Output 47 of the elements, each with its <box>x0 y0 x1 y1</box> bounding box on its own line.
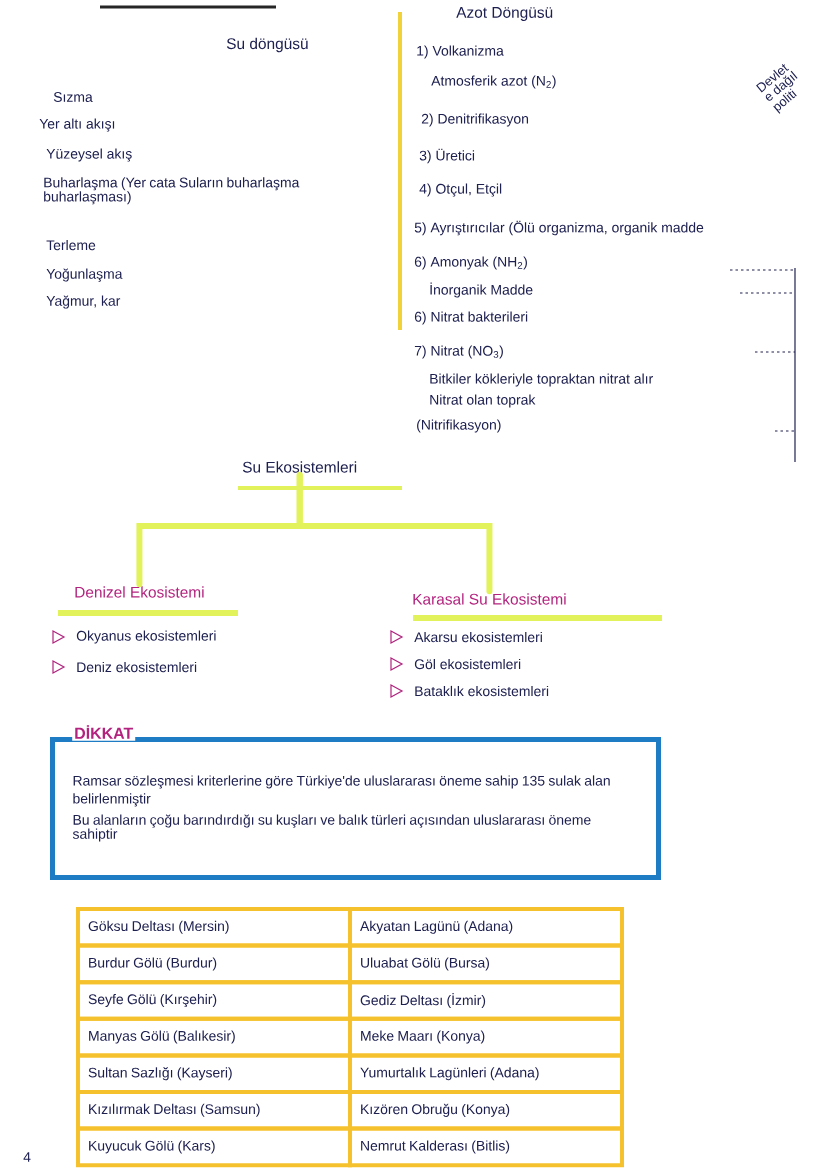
table-cell: Akyatan Lagünü (Adana) <box>348 907 624 948</box>
list-item: Yağmur, kar <box>46 295 121 309</box>
list-item: 1) Volkanizma <box>417 45 504 59</box>
list-item: Sızma <box>53 92 93 102</box>
table-cell: Nemrut Kalderası (Bitlis) <box>348 1126 624 1168</box>
table-cell: Burdur Gölü (Burdur) <box>76 943 352 985</box>
list-item: 7) Nitrat (NO$_{3}$) <box>414 345 503 359</box>
heading: Denizel Ekosistemi <box>75 586 204 598</box>
list-item: Yoğunlaşma <box>46 268 123 282</box>
list-item: 2) Denitrifikasyon <box>421 113 528 127</box>
list-item: Terleme <box>46 239 96 251</box>
list-item: Akarsu ekosistemleri <box>414 631 542 643</box>
heading: Azot Döngüsü <box>456 7 553 21</box>
table-cell: Meke Maarı (Konya) <box>348 1016 624 1058</box>
list-item: İnorganik Madde <box>430 282 533 298</box>
heading: Su döngüsü <box>226 37 308 53</box>
list-item: Göl ekosistemleri <box>414 658 521 670</box>
note-heading: DİKKAT <box>72 723 136 741</box>
table-cell: Sultan Sazlığı (Kayseri) <box>76 1053 352 1094</box>
table-cell: Göksu Deltası (Mersin) <box>76 907 352 948</box>
list-item: Okyanus ekosistemleri <box>76 630 216 644</box>
list-item: Atmosferik azot (N$_{2}$) <box>431 75 556 89</box>
heading: Su Ekosistemleri <box>242 461 357 473</box>
table-cell: Kuyucuk Gölü (Kars) <box>76 1126 352 1168</box>
list-item: 6) Amonyak (NH$_{2}$) <box>414 256 527 270</box>
list-item: (Nitrifikasyon) <box>417 419 501 433</box>
list-item: Yer altı akışı <box>39 118 115 132</box>
list-item: 4) Otçul, Etçil <box>419 183 502 197</box>
list-item: Buharlaşma (Yer cata Suların buharlaşma buharlaşması) <box>44 177 300 205</box>
list-item: 3) Üretici <box>419 148 475 164</box>
table-cell: Kızören Obruğu (Konya) <box>348 1090 624 1131</box>
list-item: Yüzeysel akış <box>46 148 132 162</box>
table-cell: Kızılırmak Deltası (Samsun) <box>76 1090 352 1131</box>
connector-line <box>296 471 493 595</box>
list-item: Bitkiler kökleriyle topraktan nitrat alır <box>430 373 653 387</box>
heading: Karasal Su Ekosistemi <box>413 593 566 605</box>
list-item: 5) Ayrıştırıcılar (Ölü organizma, organik madde <box>414 220 704 236</box>
page-number: 4 <box>23 1152 31 1162</box>
table-cell: Seyfe Gölü (Kırşehir) <box>76 980 352 1021</box>
table-cell: Uluabat Gölü (Bursa) <box>348 943 624 985</box>
table-cell: Manyas Gölü (Balıkesir) <box>76 1016 352 1058</box>
table-cell: Yumurtalık Lagünleri (Adana) <box>348 1053 624 1094</box>
table-cell: Gediz Deltası (İzmir) <box>348 980 624 1021</box>
list-item: Nitrat olan toprak <box>430 394 536 408</box>
list-item: 6) Nitrat bakterileri <box>414 311 528 325</box>
list-item: Bataklık ekosistemleri <box>415 685 549 697</box>
list-item: Deniz ekosistemleri <box>77 661 197 673</box>
